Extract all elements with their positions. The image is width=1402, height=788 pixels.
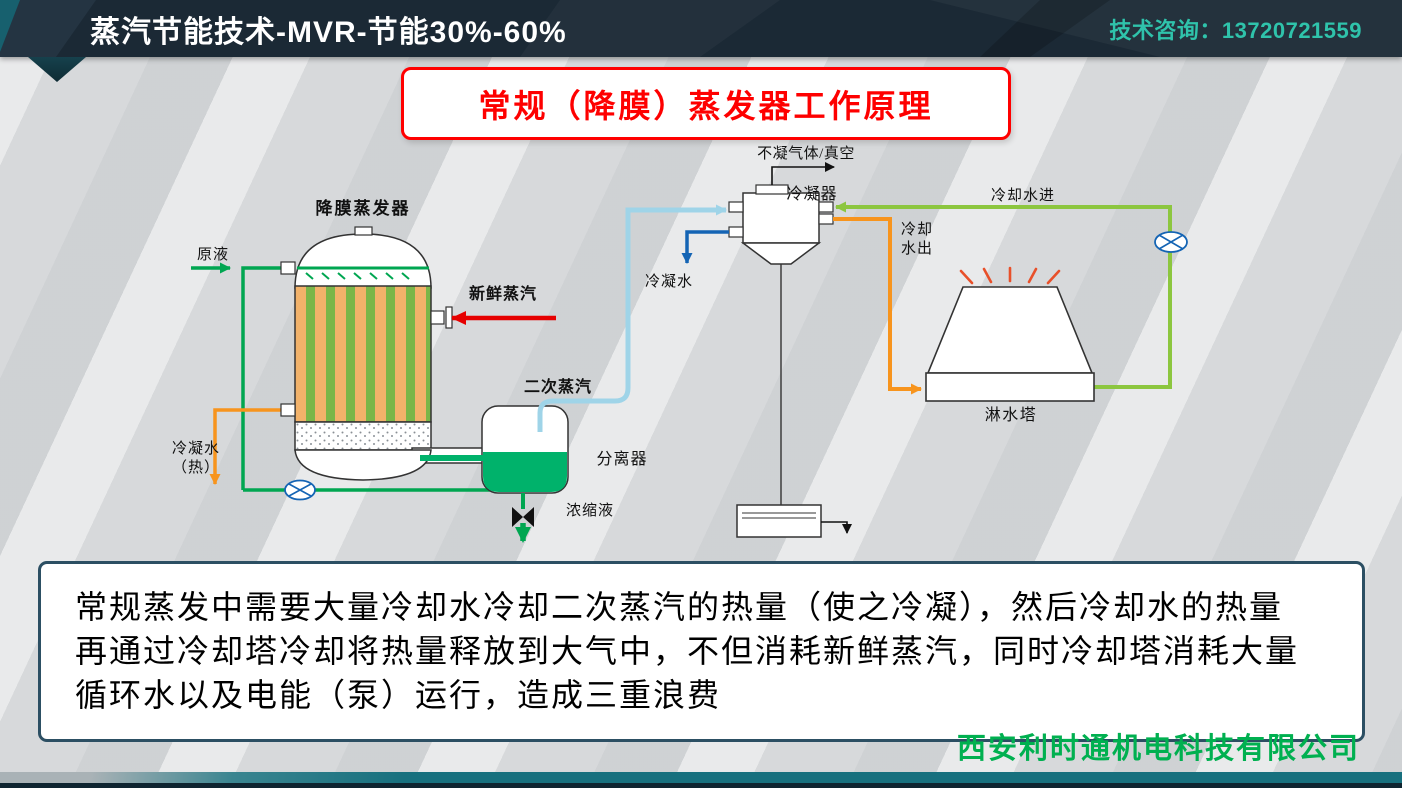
description-line-2: 再通过冷却塔冷却将热量释放到大气中，不但消耗新鲜蒸汽，同时冷却塔消耗大量: [75, 633, 1300, 669]
label-condensate-water: 冷凝水: [645, 273, 693, 290]
label-raw-liquid: 原液: [197, 246, 229, 263]
slide-title: 常规（降膜）蒸发器工作原理: [478, 87, 934, 124]
label-concentrate: 浓缩液: [566, 502, 614, 519]
feed-nozzle: [280, 261, 296, 275]
hot-condensate-pipe: [209, 408, 283, 485]
slide-title-box: 常规（降膜）蒸发器工作原理: [401, 67, 1011, 140]
condensate-nozzle: [280, 403, 296, 417]
spray-marks-icon: [959, 266, 1061, 285]
cooling-out-nozzle: [818, 213, 834, 225]
label-condenser: 冷凝器: [786, 185, 837, 203]
page-title: 蒸汽节能技术-MVR-节能30%-60%: [90, 15, 567, 49]
steam-flange: [445, 306, 453, 329]
secondary-steam-pipe: [537, 204, 727, 432]
label-cooling-water-out-1: 冷却: [901, 221, 933, 238]
cooling-in-nozzle: [818, 201, 834, 213]
label-separator: 分离器: [596, 450, 647, 468]
spray-tower: [925, 266, 1095, 402]
condensate-outlet-nozzle: [728, 226, 744, 238]
contact-phone: 技术咨询：13720721559: [1109, 17, 1362, 43]
header-corner-tab: [28, 57, 86, 82]
vent-line: [771, 162, 835, 185]
description-box: 常规蒸发中需要大量冷却水冷却二次蒸汽的热量（使之冷凝），然后冷却水的热量 再通过…: [38, 561, 1365, 742]
label-secondary-steam: 二次蒸汽: [524, 377, 592, 396]
vapor-inlet-nozzle: [728, 201, 744, 213]
cooling-water-out-pipe: [833, 217, 922, 395]
process-diagram: 降膜蒸发器 原液 新鲜蒸汽 冷凝水 （热） 二次蒸汽 分离器 浓缩液 冷凝器 不…: [172, 144, 1188, 543]
description-line-3: 循环水以及电能（泵）运行，造成三重浪费: [75, 677, 722, 713]
company-name: 西安利时通机电科技有限公司: [956, 733, 1360, 765]
tank-overflow-arrow: [821, 521, 852, 534]
steam-nozzle: [430, 310, 445, 325]
cooling-pump-icon: [1154, 231, 1188, 253]
falling-film-evaporator: [280, 226, 485, 481]
condensate-pipe: [681, 230, 729, 264]
cooling-water-in-pipe: [835, 201, 1172, 389]
label-spray-tower: 淋水塔: [985, 406, 1038, 424]
label-cooling-water-in: 冷却水进: [991, 187, 1055, 204]
distributor-drip-marks: [305, 272, 410, 280]
feed-pump-icon: [284, 479, 316, 501]
label-cooling-water-out-2: 水出: [901, 240, 933, 257]
seal-water-tank: [736, 504, 852, 538]
bottom-bar: [0, 772, 1402, 788]
description-line-1: 常规蒸发中需要大量冷却水冷却二次蒸汽的热量（使之冷凝），然后冷却水的热量: [75, 589, 1284, 625]
condenser-vessel: [728, 184, 834, 265]
valve-icon: [512, 507, 534, 527]
header-decoration: [0, 0, 1402, 57]
label-hot-condensate-1: 冷凝水: [172, 440, 220, 457]
header-bar: 蒸汽节能技术-MVR-节能30%-60% 技术咨询：13720721559: [0, 0, 1402, 57]
label-fresh-steam: 新鲜蒸汽: [469, 284, 537, 303]
label-hot-condensate-2: （热）: [172, 459, 220, 476]
separator-liquid: [483, 452, 567, 492]
separator-vessel: [420, 405, 569, 494]
concentrate-outlet: [512, 493, 534, 543]
label-noncondensable-gas: 不凝气体/真空: [757, 144, 855, 162]
label-evaporator: 降膜蒸发器: [316, 198, 411, 218]
